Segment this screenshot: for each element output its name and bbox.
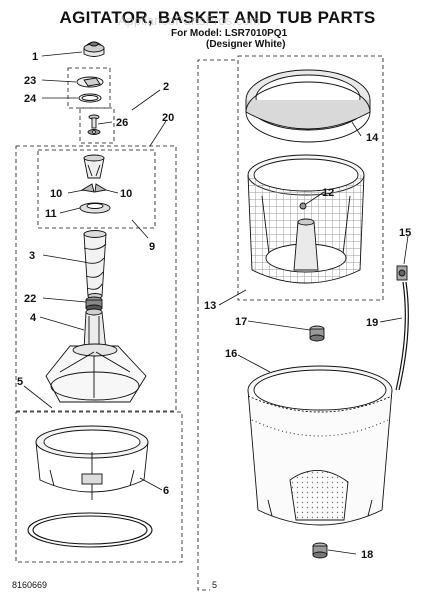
basket-seal-part bbox=[27, 512, 153, 548]
callout-23: 23 bbox=[24, 75, 36, 87]
callout-10-left: 10 bbox=[50, 188, 62, 200]
page-title: AGITATOR, BASKET AND TUB PARTS bbox=[59, 8, 376, 27]
callout-22: 22 bbox=[24, 293, 36, 305]
callout-17: 17 bbox=[235, 316, 247, 328]
callout-10-right: 10 bbox=[120, 188, 132, 200]
callout-5: 5 bbox=[17, 376, 23, 388]
basket-group-box bbox=[237, 55, 384, 301]
callout-13: 13 bbox=[204, 300, 216, 312]
page-number: 5 bbox=[212, 580, 218, 590]
callout-26: 26 bbox=[116, 117, 128, 129]
callout-24: 24 bbox=[24, 93, 37, 105]
callout-15: 15 bbox=[399, 227, 411, 239]
tub-leader-line bbox=[197, 59, 238, 300]
callout-14: 14 bbox=[366, 132, 379, 144]
model-line: For Model: LSR7010PQ1 bbox=[171, 28, 288, 39]
doc-number: 8160669 bbox=[12, 580, 48, 590]
tub-leader-line-lower bbox=[197, 300, 210, 591]
agitator-base-part bbox=[45, 308, 147, 403]
dogs-group-box bbox=[37, 149, 156, 229]
wash-basket-part bbox=[247, 154, 365, 284]
agitator-auger-part bbox=[83, 230, 107, 299]
bolt-group-box bbox=[79, 107, 115, 144]
callout-18: 18 bbox=[361, 549, 373, 561]
callout-3: 3 bbox=[29, 250, 35, 262]
outer-tub-part bbox=[247, 365, 393, 526]
callout-6: 6 bbox=[163, 485, 169, 497]
callout-20: 20 bbox=[162, 112, 174, 124]
variant-line: (Designer White) bbox=[206, 39, 286, 50]
balance-ring-part bbox=[245, 69, 371, 143]
agitator-bolt-part bbox=[87, 114, 101, 135]
agitator-dogs-part bbox=[80, 154, 108, 193]
o-ring-part bbox=[78, 93, 102, 103]
agitator-assembly-box bbox=[15, 145, 177, 412]
basket-drive-box bbox=[15, 411, 183, 563]
callout-12: 12 bbox=[322, 187, 334, 199]
pressure-hose-clamp-part bbox=[396, 265, 408, 281]
callout-2: 2 bbox=[163, 81, 169, 93]
callout-11: 11 bbox=[45, 208, 57, 220]
basket-drive-part bbox=[35, 425, 149, 500]
tub-drain-nut-part bbox=[312, 542, 328, 559]
callout-16: 16 bbox=[225, 348, 237, 360]
agitator-cam-part bbox=[79, 202, 111, 214]
agitator-cap-part bbox=[83, 41, 105, 57]
callout-4: 4 bbox=[30, 312, 37, 324]
callout-19: 19 bbox=[366, 317, 378, 329]
callout-9: 9 bbox=[149, 241, 155, 253]
cap-group-box bbox=[67, 67, 111, 109]
cap-insert-part bbox=[76, 76, 104, 88]
watermark: AppliancePartsPros.com bbox=[118, 13, 260, 28]
callout-1: 1 bbox=[32, 51, 38, 63]
pressure-hose-part bbox=[395, 281, 409, 391]
basket-nut-part bbox=[309, 325, 325, 342]
